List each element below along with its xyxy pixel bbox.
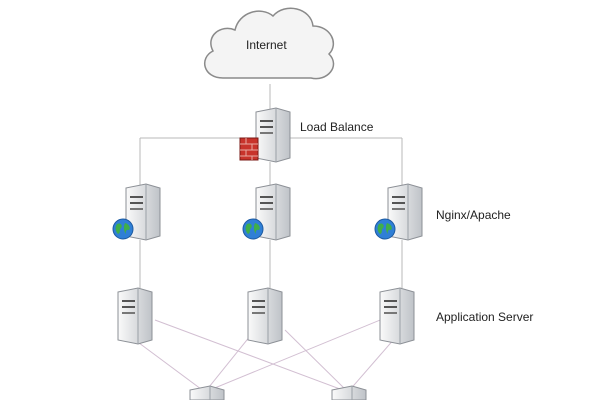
web-server-1 bbox=[112, 182, 168, 247]
link-app3-db2 bbox=[347, 337, 396, 393]
internet-node bbox=[195, 2, 341, 93]
link-app1-db2 bbox=[154, 319, 349, 393]
globe-icon bbox=[112, 218, 134, 240]
app-server-1 bbox=[104, 286, 160, 351]
link-app3-db1 bbox=[204, 317, 386, 393]
db-server-2 bbox=[318, 384, 374, 400]
firewall-icon bbox=[239, 137, 259, 161]
server-icon bbox=[117, 287, 153, 345]
server-icon bbox=[331, 385, 367, 400]
db-server-1 bbox=[176, 384, 232, 400]
server-icon bbox=[255, 107, 291, 163]
server-icon bbox=[255, 183, 291, 241]
internet-label: Internet bbox=[246, 38, 287, 52]
globe-icon bbox=[374, 218, 396, 240]
application-server-label: Application Server bbox=[436, 310, 534, 324]
cloud-icon bbox=[203, 7, 335, 80]
app-server-2 bbox=[234, 286, 290, 351]
server-icon bbox=[125, 183, 161, 241]
nginx-apache-label: Nginx/Apache bbox=[436, 208, 511, 222]
globe-icon bbox=[242, 218, 264, 240]
server-icon bbox=[189, 385, 225, 400]
load-balance-label: Load Balance bbox=[300, 120, 374, 134]
link-app1-db1 bbox=[134, 339, 206, 393]
link-app2-db1 bbox=[204, 329, 256, 393]
app-server-3 bbox=[366, 286, 422, 351]
web-server-3 bbox=[374, 182, 430, 247]
load-balancer-node bbox=[238, 106, 298, 169]
web-server-2 bbox=[242, 182, 298, 247]
server-icon bbox=[247, 287, 283, 345]
server-icon bbox=[379, 287, 415, 345]
link-app2-db2 bbox=[284, 329, 349, 393]
